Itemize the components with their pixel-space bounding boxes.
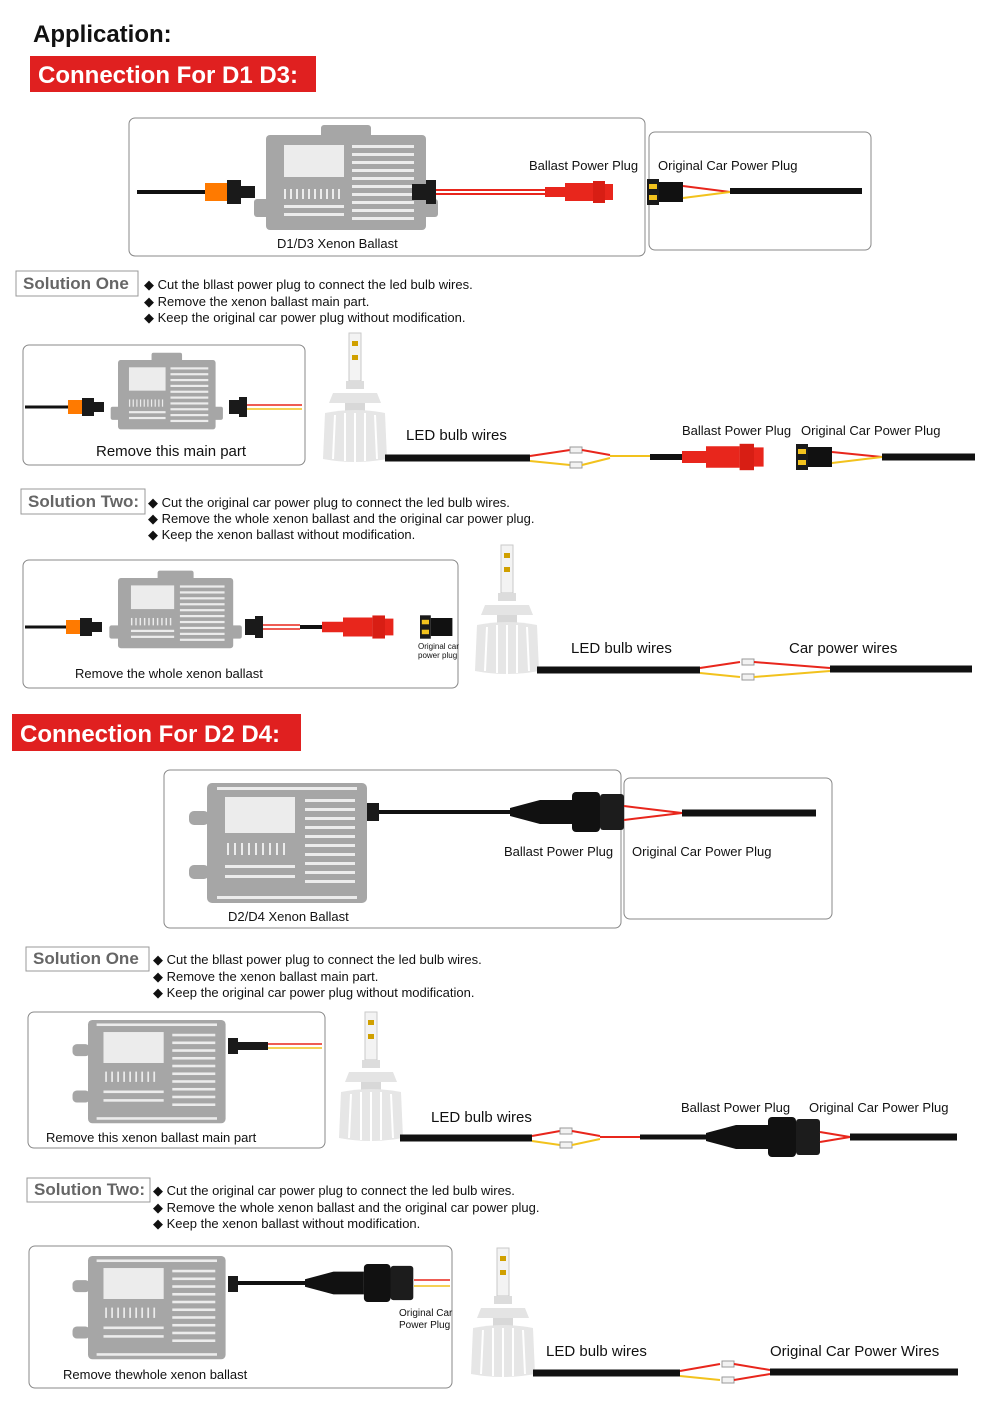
led-wires-label: LED bulb wires — [546, 1343, 647, 1360]
small-plug-label: power plug — [418, 651, 457, 660]
ballast-icon — [254, 125, 438, 230]
bullet-2: ◆ Remove the whole xenon ballast and the… — [153, 1200, 540, 1215]
ballast-power-plug-icon — [682, 443, 764, 471]
bullet-1: ◆ Cut the bllast power plug to connect t… — [144, 277, 473, 292]
ballast-plug-label: Ballast Power Plug — [682, 423, 791, 438]
ballast-label: D1/D3 Xenon Ballast — [277, 236, 398, 251]
bullet-2: ◆ Remove the xenon ballast main part. — [144, 294, 369, 309]
section-banner-text: Connection For D2 D4: — [20, 721, 280, 748]
ballast-icon — [72, 1256, 226, 1360]
led-wires-label: LED bulb wires — [406, 427, 507, 444]
car-power-plug-icon — [420, 615, 453, 639]
led-bulb-icon — [338, 1011, 404, 1142]
d2d4-solution-one: Solution One ◆ Cut the bllast power plug… — [25, 946, 957, 1157]
ballast-plug-label: Ballast Power Plug — [681, 1100, 790, 1115]
d1d3-main-diagram: D1/D3 Xenon Ballast Ballast Power Plug O… — [128, 117, 872, 257]
d1d3-solution-one: Solution One ◆ Cut the bllast power plug… — [15, 270, 975, 471]
car-power-plug-icon — [647, 179, 683, 205]
bullet-3: ◆ Keep the xenon ballast without modific… — [153, 1216, 420, 1231]
remove-caption: Remove the whole xenon ballast — [75, 666, 263, 681]
bullet-1: ◆ Cut the original car power plug to con… — [153, 1183, 515, 1198]
section-banner — [12, 714, 301, 751]
car-plug-label: Original Car Power Plug — [809, 1100, 948, 1115]
remove-caption: Remove this main part — [96, 443, 247, 460]
car-plug-label: Original Car Power Plug — [658, 158, 797, 173]
ballast-icon — [109, 570, 242, 649]
d2d4-solution-two: Solution Two: ◆ Cut the original car pow… — [26, 1177, 958, 1389]
ballast-icon — [189, 783, 367, 903]
bullet-3: ◆ Keep the original car power plug witho… — [153, 985, 474, 1000]
solution-label: Solution One — [33, 949, 139, 968]
section-banner-text: Connection For D1 D3: — [38, 62, 298, 89]
car-wires-label: Car power wires — [789, 640, 897, 657]
small-plug-label: Original Car — [399, 1308, 453, 1319]
led-wires-label: LED bulb wires — [431, 1109, 532, 1126]
bullet-3: ◆ Keep the xenon ballast without modific… — [148, 527, 415, 542]
bullet-3: ◆ Keep the original car power plug witho… — [144, 310, 465, 325]
led-bulb-icon — [470, 1247, 536, 1378]
bullet-2: ◆ Remove the whole xenon ballast and the… — [148, 511, 535, 526]
led-wires-label: LED bulb wires — [571, 640, 672, 657]
bullet-1: ◆ Cut the original car power plug to con… — [148, 495, 510, 510]
car-power-plug-icon — [796, 444, 832, 470]
bullet-2: ◆ Remove the xenon ballast main part. — [153, 969, 378, 984]
ballast-icon — [110, 352, 223, 430]
led-bulb-icon — [474, 544, 540, 675]
car-plug-label: Original Car Power Plug — [632, 844, 771, 859]
ballast-label: D2/D4 Xenon Ballast — [228, 909, 349, 924]
car-wires-label: Original Car Power Wires — [770, 1343, 939, 1360]
section-d1d3: Connection For D1 D3: D1/D3 Xenon Ballas… — [15, 56, 975, 689]
bullet-1: ◆ Cut the bllast power plug to connect t… — [153, 952, 482, 967]
car-plug-label: Original Car Power Plug — [801, 423, 940, 438]
small-plug-label: Original car — [418, 642, 459, 651]
remove-caption: Remove thewhole xenon ballast — [63, 1367, 248, 1382]
orange-boot — [205, 183, 227, 201]
ballast-power-plug-icon — [706, 1117, 820, 1157]
d1d3-solution-two: Solution Two: ◆ Cut the original car pow… — [20, 488, 972, 689]
solution-label: Solution Two: — [34, 1180, 145, 1199]
ballast-icon — [72, 1020, 226, 1124]
section-banner — [30, 56, 316, 92]
section-d2d4: Connection For D2 D4: D2/D4 Xenon Ballas… — [12, 714, 958, 1389]
solution-label: Solution One — [23, 274, 129, 293]
solution-label: Solution Two: — [28, 492, 139, 511]
remove-caption: Remove this xenon ballast main part — [46, 1130, 257, 1145]
small-plug-label: Power Plug — [399, 1320, 450, 1331]
ballast-plug-label: Ballast Power Plug — [529, 158, 638, 173]
d2d4-main-diagram: D2/D4 Xenon Ballast Ballast Power Plug O… — [163, 769, 833, 929]
ballast-plug-label: Ballast Power Plug — [504, 844, 613, 859]
page-title: Application: — [33, 21, 172, 48]
led-bulb-icon — [322, 332, 388, 463]
